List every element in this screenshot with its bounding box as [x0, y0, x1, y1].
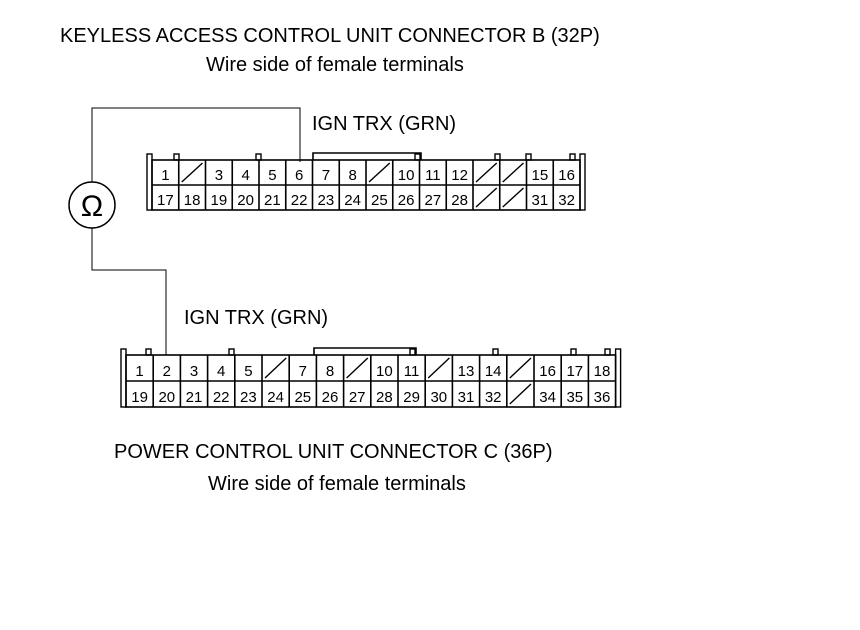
connector-b-terminal-label: 3 — [215, 167, 223, 184]
connector-c-guide-rib — [228, 348, 235, 356]
connector-b-terminal-label: 11 — [425, 167, 441, 184]
connector-b-unused-cavity — [502, 162, 524, 183]
connector-c-terminal-label: 11 — [404, 363, 420, 380]
connector-c-lock-tab — [313, 347, 417, 355]
connector-c-terminal-label: 28 — [376, 389, 393, 406]
connector-c-unused-cavity — [346, 357, 369, 379]
test-wires — [91, 107, 301, 355]
connector-c-title: POWER CONTROL UNIT CONNECTOR C (36P) — [114, 441, 553, 463]
connector-c-unused-cavity — [509, 357, 532, 379]
connector-b-unused-cavity — [368, 162, 391, 183]
connector-c-terminal-label: 24 — [267, 389, 284, 406]
connector-c-subtitle: Wire side of female terminals — [208, 473, 466, 495]
connector-c-terminal-label: 3 — [190, 363, 198, 380]
connector-c-terminal-label: 34 — [539, 389, 556, 406]
connector-b-terminal-label: 18 — [184, 192, 201, 209]
connector-b-guide-rib — [414, 153, 421, 161]
connector-b-terminal-label: 20 — [237, 192, 254, 209]
connector-c-unused-cavity — [427, 357, 450, 379]
connector-c-guide-rib — [570, 348, 577, 356]
connector-c-terminal-label: 32 — [485, 389, 502, 406]
connector-c-terminal-label: 18 — [594, 363, 611, 380]
connector-b-unused-cavity — [475, 162, 498, 183]
connector-c-unused-cavity — [509, 383, 532, 405]
connector-c-terminal-label: 26 — [322, 389, 339, 406]
connector-b-guide-rib — [255, 153, 262, 161]
connector-b: 1 3 4 5 6 7 8 10 11 12 15 16 17 18 19 20 21 22 23 24 25 26 27 2… — [146, 152, 586, 211]
connector-b-terminal-label: 6 — [295, 167, 303, 184]
connector-c-terminal-label: 14 — [485, 363, 502, 380]
connector-b-unused-cavity — [181, 162, 203, 183]
connector-c-terminal-label: 36 — [594, 389, 611, 406]
connector-b-title: KEYLESS ACCESS CONTROL UNIT CONNECTOR B … — [60, 25, 600, 47]
connector-b-terminal-label: 4 — [241, 167, 249, 184]
connector-c-terminal-label: 27 — [349, 389, 366, 406]
connector-b-guide-rib — [569, 153, 576, 161]
connector-c-unused-cavity — [264, 357, 287, 379]
ohmmeter-icon: Ω — [68, 181, 116, 229]
connector-b-terminal-label: 12 — [451, 167, 468, 184]
connector-c-terminal-label: 8 — [326, 363, 334, 380]
connector-c-terminal-label: 2 — [163, 363, 171, 380]
connector-c-terminal-label: 29 — [403, 389, 420, 406]
connector-b-terminal-label: 8 — [348, 167, 356, 184]
connector-b-terminal-label: 5 — [268, 167, 276, 184]
connector-b-guide-rib — [494, 153, 501, 161]
connector-c-terminal-label: 5 — [244, 363, 252, 380]
connector-c-terminal-label: 30 — [430, 389, 447, 406]
connector-b-guide-rib — [173, 153, 180, 161]
connector-b-lock-tab — [312, 152, 422, 160]
connector-b-terminal-label: 21 — [264, 192, 281, 209]
connector-c-terminal-label: 23 — [240, 389, 257, 406]
connector-b-terminal-label: 1 — [161, 167, 169, 184]
connector-c-terminal-label: 16 — [539, 363, 556, 380]
connector-c-terminal-label: 13 — [458, 363, 475, 380]
connector-b-unused-cavity — [475, 187, 498, 208]
connector-c-terminal-label: 1 — [135, 363, 143, 380]
connector-c-guide-rib — [409, 348, 416, 356]
connector-c-terminal-label: 4 — [217, 363, 225, 380]
connector-c-terminal-label: 20 — [158, 389, 175, 406]
connector-b-unused-cavity — [502, 187, 524, 208]
connector-c-probe-label: IGN TRX (GRN) — [184, 307, 329, 329]
connector-c-terminal-label: 21 — [186, 389, 203, 406]
connector-c-terminal-label: 22 — [213, 389, 230, 406]
connector-c-terminal-label: 31 — [458, 389, 475, 406]
connector-c-terminal-label: 35 — [566, 389, 583, 406]
connector-c-terminal-label: 7 — [299, 363, 307, 380]
wire-to-connector-c — [91, 228, 167, 355]
connector-c-guide-rib — [604, 348, 611, 356]
connector-b-guide-rib — [525, 153, 532, 161]
connector-b-terminal-label: 31 — [532, 192, 549, 209]
connector-b-terminal-label: 15 — [532, 167, 549, 184]
connector-b-terminal-label: 25 — [371, 192, 388, 209]
connector-b-terminal-label: 24 — [344, 192, 361, 209]
ohm-symbol: Ω — [81, 190, 103, 223]
connector-b-probe-label: IGN TRX (GRN) — [312, 113, 457, 135]
connector-b-terminal-label: 23 — [318, 192, 335, 209]
connector-b-terminal-label: 32 — [558, 192, 575, 209]
connector-c-guide-rib — [145, 348, 152, 356]
connector-b-terminal-label: 22 — [291, 192, 308, 209]
connector-b-terminal-label: 19 — [211, 192, 228, 209]
connector-b-terminal-label: 17 — [157, 192, 174, 209]
connector-b-terminal-label: 10 — [398, 167, 415, 184]
connector-b-terminal-label: 28 — [451, 192, 468, 209]
connector-c-terminal-label: 19 — [131, 389, 148, 406]
connector-c-guide-rib — [492, 348, 499, 356]
connector-b-terminal-label: 16 — [558, 167, 575, 184]
connector-c-terminal-label: 17 — [566, 363, 583, 380]
connector-b-terminal-label: 7 — [322, 167, 330, 184]
connector-b-subtitle: Wire side of female terminals — [206, 54, 464, 76]
connector-b-terminal-label: 26 — [398, 192, 415, 209]
wire-to-connector-b — [91, 107, 301, 182]
connector-b-terminal-label: 27 — [425, 192, 442, 209]
connector-c-terminal-label: 10 — [376, 363, 393, 380]
connector-c-terminal-label: 25 — [294, 389, 311, 406]
